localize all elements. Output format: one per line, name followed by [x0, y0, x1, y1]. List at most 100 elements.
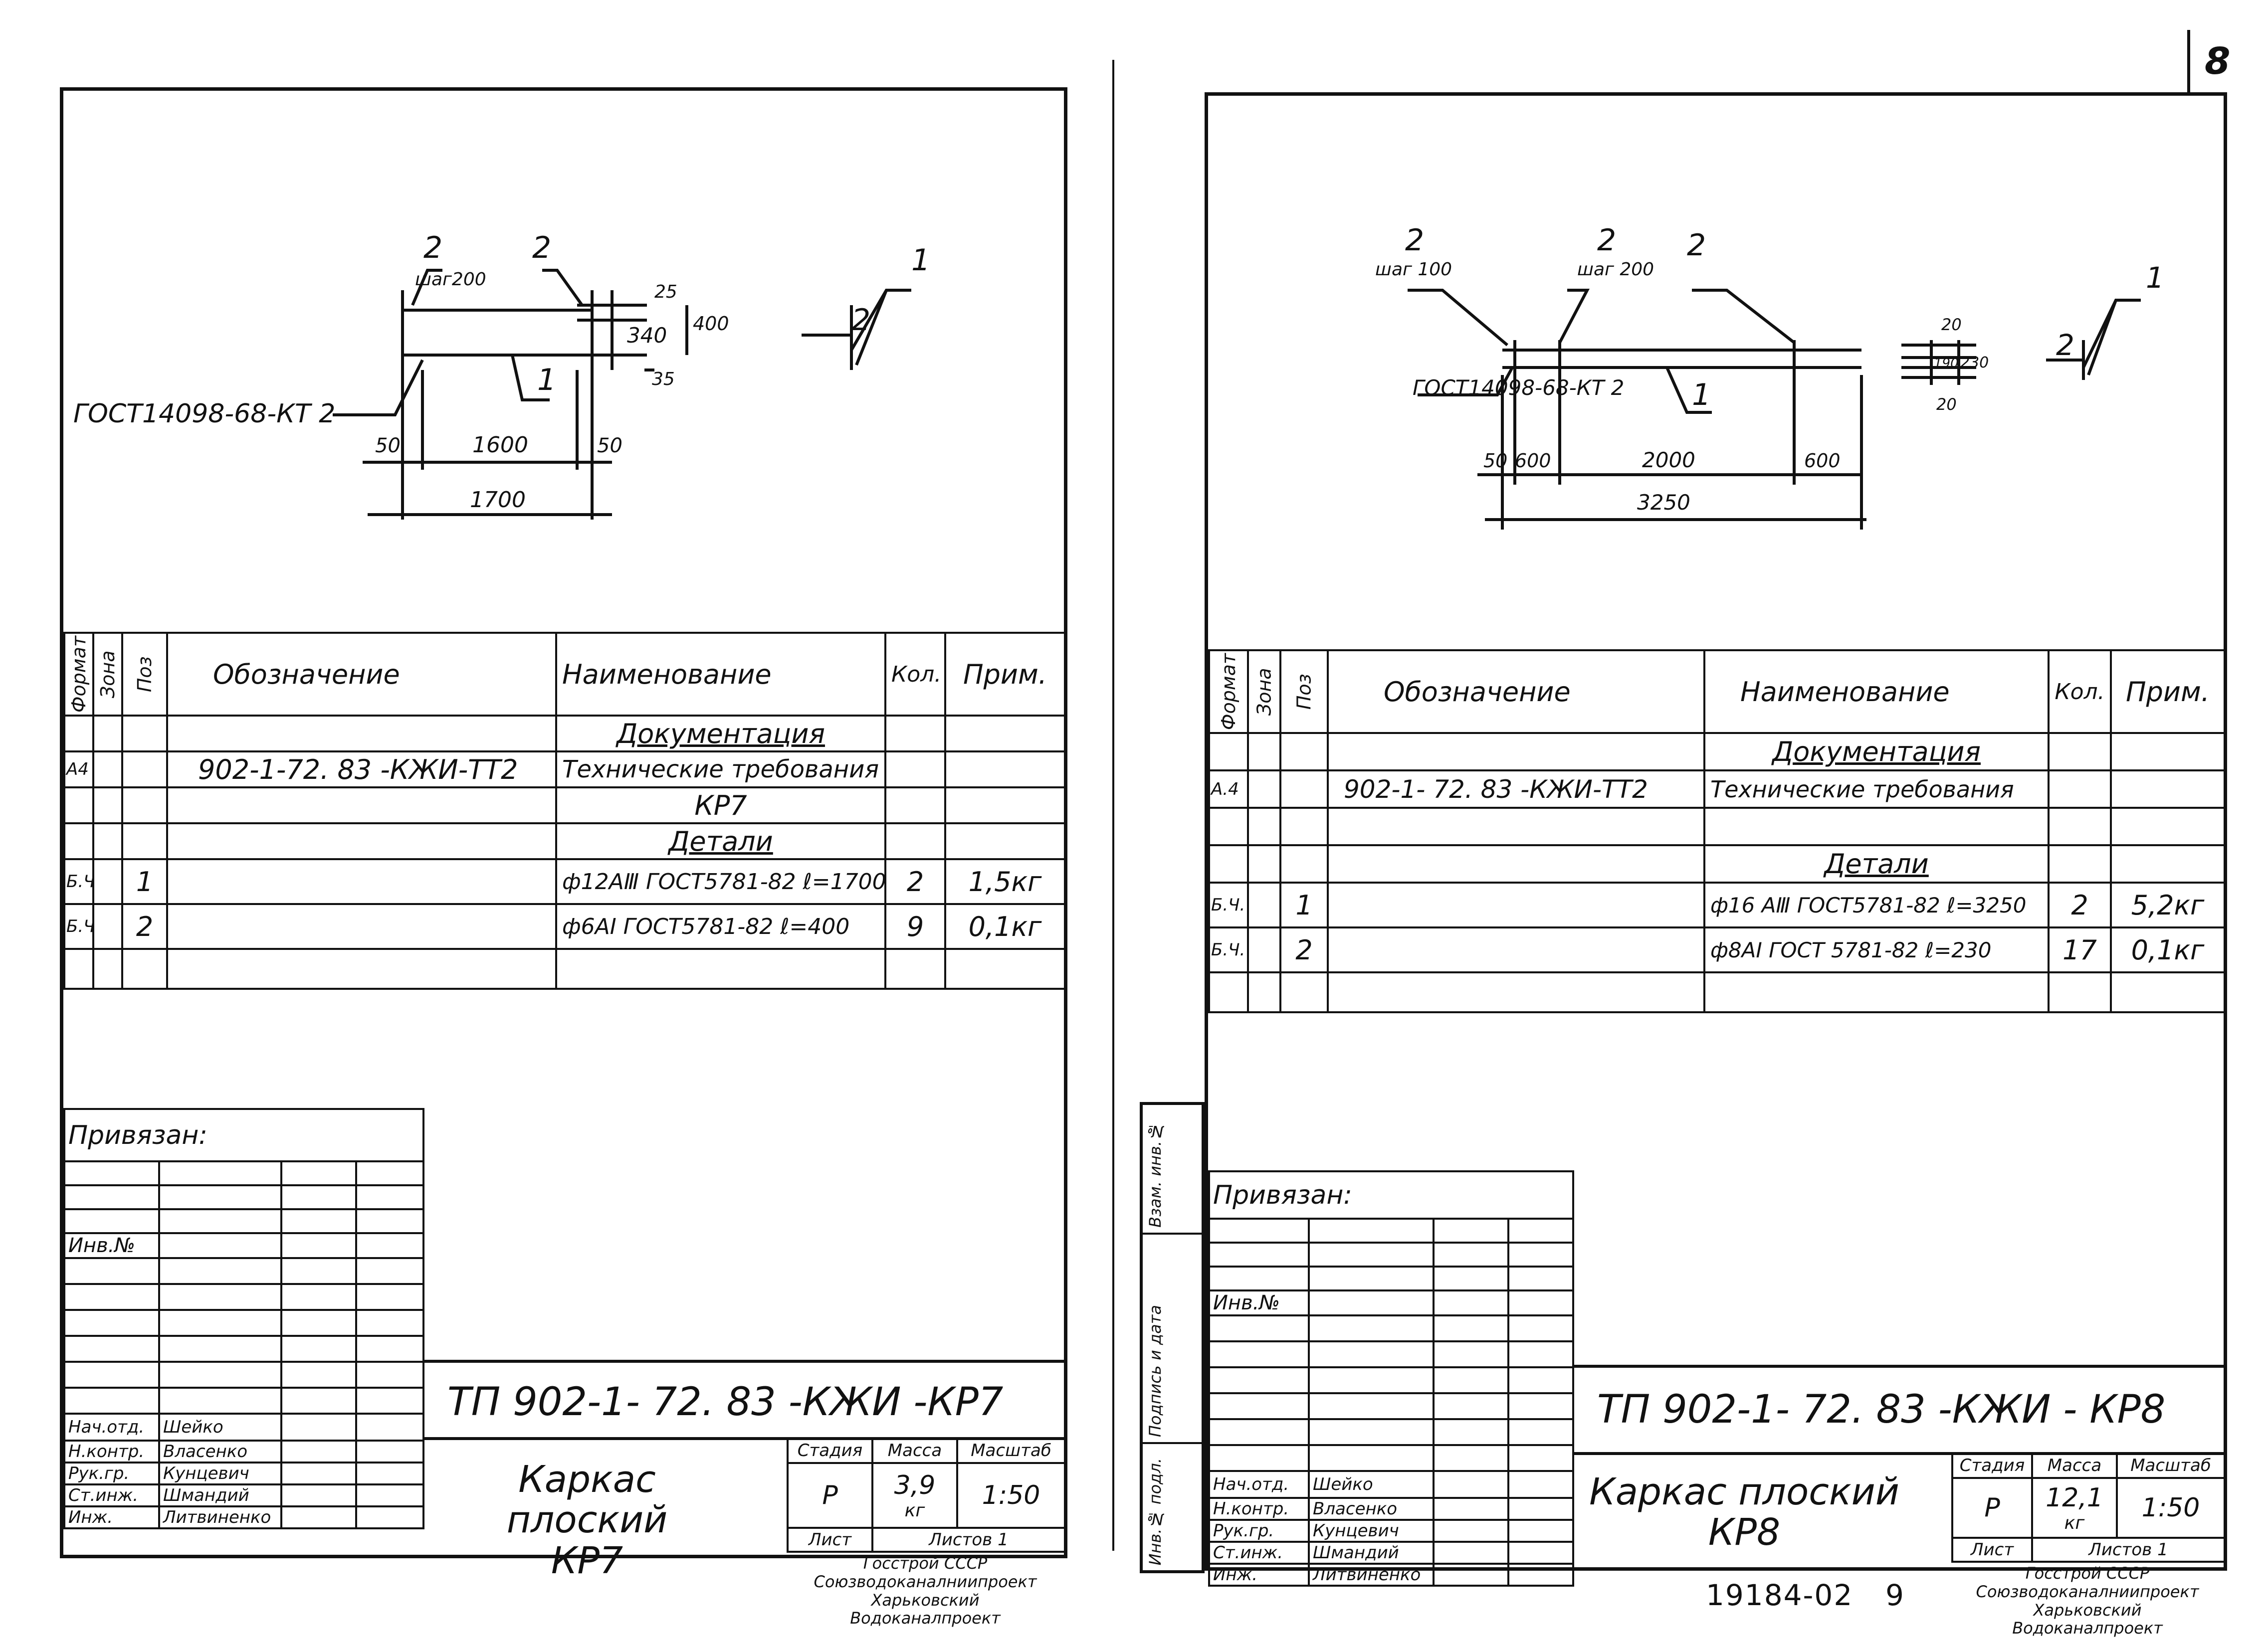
drawing-sheet-kr8: ГОСТ14098-68-КТ 2 2 шаг 100 2 шаг 200 2 …: [1205, 92, 2227, 1638]
dim-230: 230: [1960, 354, 1989, 371]
doc-designation: 902-1-72. 83 -КЖИ-ТТ2: [166, 750, 557, 789]
document-code: ТП 902-1- 72. 83 -КЖИ - КР8: [1597, 1387, 2166, 1432]
staff-row: Нач.отд.Шейко: [63, 1413, 424, 1442]
part-name: ф16 АⅢ ГОСТ5781-82 ℓ=3250: [1703, 882, 2050, 929]
pos-1-label: 1: [537, 363, 556, 397]
scale-value: 1:50: [2116, 1477, 2226, 1539]
dim-600-left: 600: [1515, 450, 1551, 472]
table-row: А4 902-1-72. 83 -КЖИ-ТТ2 Технические тре…: [63, 750, 1066, 789]
pos-2-label: 2: [1687, 228, 1706, 263]
table-row: Б.Ч. 1 ф12АⅢ ГОСТ5781-82 ℓ=1700 2 1,5кг: [63, 858, 1066, 906]
col-qty: Кол.: [2048, 649, 2112, 734]
drawing-title: Каркас плоский КР7: [506, 1458, 668, 1582]
dim-50: 50: [1483, 450, 1507, 472]
doc-name-2: КР7: [555, 786, 886, 825]
spec-header-row: Формат Зона Поз Обозначение Наименование…: [1209, 649, 2226, 734]
gost-weld-label: ГОСТ14098-68-КТ 2: [1413, 375, 1624, 400]
organization: Госстрой СССР Союзводоканалниипроект Хар…: [814, 1554, 1037, 1628]
dim-2000: 2000: [1642, 448, 1695, 472]
dim-600-right: 600: [1804, 450, 1841, 472]
dim-50-left: 50: [375, 434, 401, 457]
side-pos-1-label: 1: [2146, 261, 2164, 295]
staff-row: Рук.гр.Кунцевич: [63, 1462, 424, 1485]
original-inv-label: Инв.№ подл.: [1146, 1458, 1165, 1565]
dim-35: 35: [652, 369, 675, 389]
frame-kr8-drawing: ГОСТ14098-68-КТ 2 2 шаг 100 2 шаг 200 2 …: [1375, 223, 2164, 530]
binding-grid: Привязан: Инв.№ Нач.отд.Шейко Н.контр.Вл…: [1208, 1170, 1574, 1587]
dim-3250: 3250: [1637, 490, 1690, 515]
signature-date-label: Подпись и дата: [1146, 1304, 1165, 1437]
stage-value: Р: [787, 1462, 873, 1529]
col-designation: Обозначение: [166, 631, 557, 717]
page-number: 8: [2205, 40, 2231, 83]
col-zone: Зона: [93, 633, 122, 716]
bound-label: Привязан:: [1208, 1170, 1574, 1220]
spec-table: Формат Зона Поз Обозначение Наименование…: [63, 631, 1066, 990]
col-note: Прим.: [2110, 649, 2226, 734]
col-designation: Обозначение: [1327, 649, 1705, 734]
step-200-label: шаг 200: [1577, 259, 1654, 280]
archive-number: 19184-02: [1706, 1578, 1854, 1612]
staff-row: Инж.Литвиненко: [1208, 1563, 1574, 1587]
frame-kr7-drawing: ГОСТ14098-68-КТ 2 2 шаг200 2 1 50 1600 5…: [73, 230, 930, 520]
gost-weld-label: ГОСТ14098-68-КТ 2: [73, 399, 335, 429]
col-format: Формат: [64, 633, 93, 716]
staff-row: Ст.инж.Шмандий: [1208, 1541, 1574, 1565]
table-row: Б.Ч. 2 ф6АⅠ ГОСТ5781-82 ℓ=400 9 0,1кг: [63, 903, 1066, 950]
dim-1600: 1600: [472, 432, 528, 458]
scale-value: 1:50: [956, 1462, 1066, 1529]
dim-190: 190: [1934, 356, 1959, 371]
binding-grid: Привязан: Инв.№ Нач.отд.Шейко Н.контр.Вл…: [63, 1108, 424, 1529]
col-note: Прим.: [944, 631, 1066, 717]
dim-20-bottom: 20: [1936, 395, 1957, 414]
section-parts: Детали: [1703, 844, 2050, 884]
stamp-sidebar: Взам. инв.№ Подпись и дата Инв.№ подл.: [1140, 1102, 1205, 1573]
side-pos-1-label: 1: [911, 243, 930, 278]
spec-table: Формат Зона Поз Обозначение Наименование…: [1208, 649, 2226, 1014]
section-documentation: Документация: [555, 715, 886, 753]
doc-name: Технические требования: [1703, 769, 2050, 809]
staff-row: Н.контр.Власенко: [63, 1440, 424, 1464]
step-100-label: шаг 100: [1375, 259, 1452, 280]
dim-400: 400: [693, 313, 729, 335]
step-label: шаг200: [415, 269, 486, 290]
pos-2-label: 2: [423, 230, 442, 265]
dim-20-top: 20: [1941, 315, 1962, 334]
dim-340: 340: [627, 323, 667, 348]
part-name: ф8АⅠ ГОСТ 5781-82 ℓ=230: [1703, 926, 2050, 974]
spec-header-row: Формат Зона Поз Обозначение Наименование…: [64, 631, 1066, 717]
staff-row: Нач.отд.Шейко: [1208, 1470, 1574, 1499]
pos-1-label: 1: [1692, 377, 1711, 412]
pos-2-label: 2: [532, 230, 551, 265]
part-name: ф12АⅢ ГОСТ5781-82 ℓ=1700: [555, 858, 886, 906]
dim-50-right: 50: [597, 434, 622, 457]
side-pos-2-label: 2: [851, 303, 870, 338]
organization: Госстрой СССР Союзводоканалниипроект Хар…: [1976, 1564, 2199, 1638]
archive-sheet: 9: [1885, 1578, 1905, 1612]
dim-25: 25: [654, 282, 677, 302]
col-name: Наименование: [555, 631, 886, 717]
col-zone: Зона: [1248, 650, 1280, 733]
stage-value: Р: [1951, 1477, 2033, 1539]
col-name: Наименование: [1703, 649, 2050, 734]
staff-row: Инж.Литвиненко: [63, 1505, 424, 1529]
drawing-title: Каркас плоский КР8: [1589, 1470, 1899, 1554]
table-row: А.4 902-1- 72. 83 -КЖИ-ТТ2 Технические т…: [1208, 769, 2226, 809]
fold-line: [1112, 60, 1114, 1551]
side-pos-2-label: 2: [2056, 328, 2074, 362]
dim-1700: 1700: [470, 487, 526, 513]
drawing-sheet-kr7: ГОСТ14098-68-КТ 2 2 шаг200 2 1 50 1600 5…: [60, 87, 1067, 1628]
table-row: Б.Ч. 1 ф16 АⅢ ГОСТ5781-82 ℓ=3250 2 5,2кг: [1208, 882, 2226, 929]
col-pos: Поз: [122, 633, 167, 716]
staff-row: Ст.инж.Шмандий: [63, 1483, 424, 1507]
doc-designation: 902-1- 72. 83 -КЖИ-ТТ2: [1327, 769, 1705, 809]
col-pos: Поз: [1280, 650, 1328, 733]
doc-name: Технические требования: [555, 750, 886, 789]
document-code: ТП 902-1- 72. 83 -КЖИ -КР7: [447, 1380, 1004, 1425]
part-name: ф6АⅠ ГОСТ5781-82 ℓ=400: [555, 903, 886, 950]
col-qty: Кол.: [884, 631, 946, 717]
